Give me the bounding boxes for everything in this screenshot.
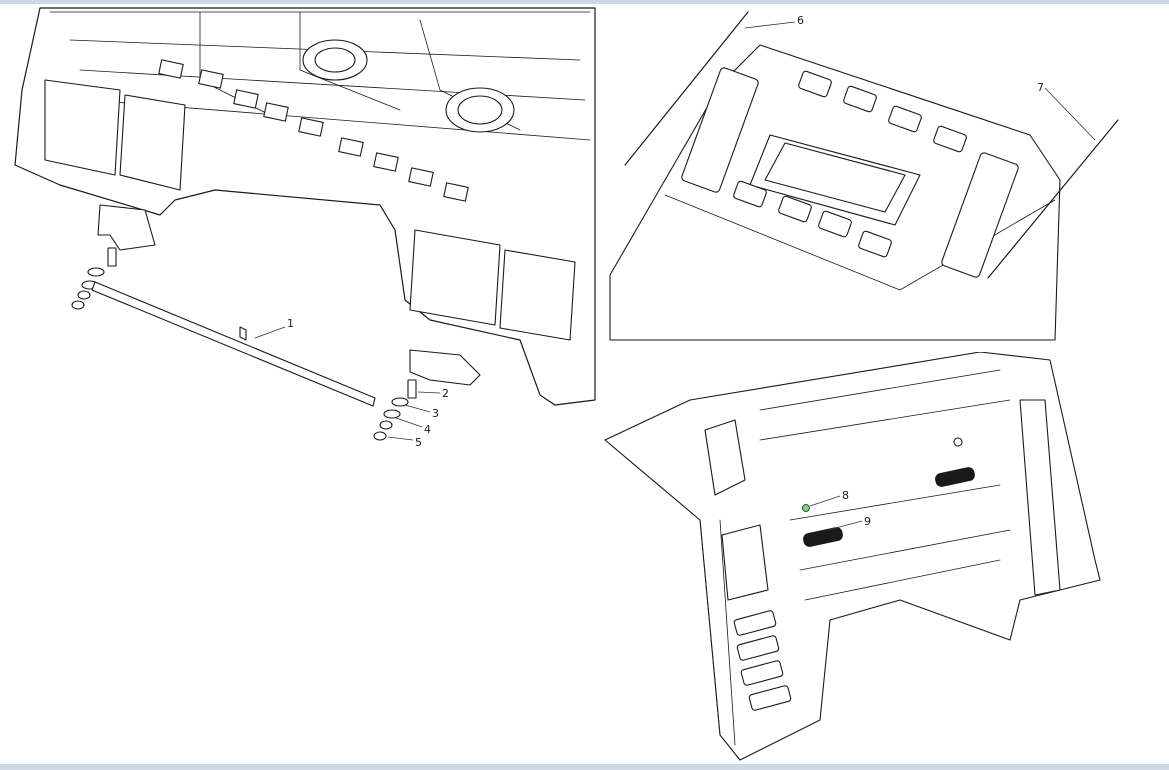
- cab-floor-outline: [14, 7, 596, 406]
- fastener-stack-right: [373, 379, 417, 441]
- rear-corner-column: [1019, 399, 1061, 596]
- floor-round-opening-2-inner: [457, 95, 503, 125]
- plug-upper: [953, 437, 963, 447]
- callout-7: 7: [1037, 81, 1096, 141]
- rear-pocket-right: [499, 249, 576, 341]
- roof-hatch-opening: [764, 142, 906, 213]
- callout-9: 9: [827, 515, 871, 531]
- svg-text:1: 1: [287, 317, 294, 330]
- roof-pads: [681, 67, 1019, 278]
- rear-wall-ribs: [733, 369, 1011, 711]
- tie-bar: [91, 281, 376, 407]
- callout-1: 1: [254, 317, 294, 339]
- svg-text:7: 7: [1037, 81, 1044, 94]
- svg-text:2: 2: [442, 387, 449, 400]
- cab-roof-drawing: 6 7: [609, 11, 1119, 341]
- seal-strip-7: [987, 119, 1119, 279]
- view-cab-roof-seals: 6 7: [600, 4, 1169, 344]
- plug-8: [802, 504, 810, 512]
- floor-round-opening-1-inner: [314, 47, 356, 73]
- svg-text:4: 4: [424, 423, 431, 436]
- callout-4: 4: [395, 417, 431, 436]
- svg-text:9: 9: [864, 515, 871, 528]
- view-cab-floor-tie-bar: 1 2 3 4 5: [0, 4, 598, 464]
- callout-5: 5: [387, 436, 422, 449]
- slot-row: [158, 59, 469, 202]
- fastener-stack-left: [71, 247, 117, 310]
- vent-grille-left: [803, 527, 843, 547]
- svg-text:8: 8: [842, 489, 849, 502]
- svg-text:6: 6: [797, 14, 804, 27]
- cab-rear-wall-drawing: 8 9: [604, 352, 1101, 761]
- callout-3: 3: [404, 404, 439, 420]
- callout-6: 6: [744, 14, 804, 29]
- rear-wall-pillar: [699, 519, 736, 746]
- svg-text:5: 5: [415, 436, 422, 449]
- cab-floor-drawing: 1 2 3 4 5: [14, 7, 596, 449]
- tie-bar-tab: [239, 326, 247, 341]
- rear-window-upper: [704, 419, 746, 496]
- top-frame-bar: [0, 0, 1169, 4]
- front-pocket-left: [44, 79, 121, 176]
- view-cab-rear-wall: 8 9: [600, 352, 1102, 764]
- mount-bracket-left: [97, 204, 156, 251]
- callout-2: 2: [417, 387, 449, 400]
- vent-grille-right: [935, 467, 975, 487]
- mount-bracket-right: [409, 349, 481, 386]
- roof-panel-edge: [664, 194, 1056, 291]
- callout-8: 8: [809, 489, 849, 507]
- bottom-frame-bar: [0, 764, 1169, 770]
- rear-pocket-left: [409, 229, 501, 326]
- front-pocket-right: [119, 94, 186, 191]
- seal-strip-6: [624, 11, 749, 166]
- rear-window-lower: [721, 524, 769, 601]
- svg-text:3: 3: [432, 407, 439, 420]
